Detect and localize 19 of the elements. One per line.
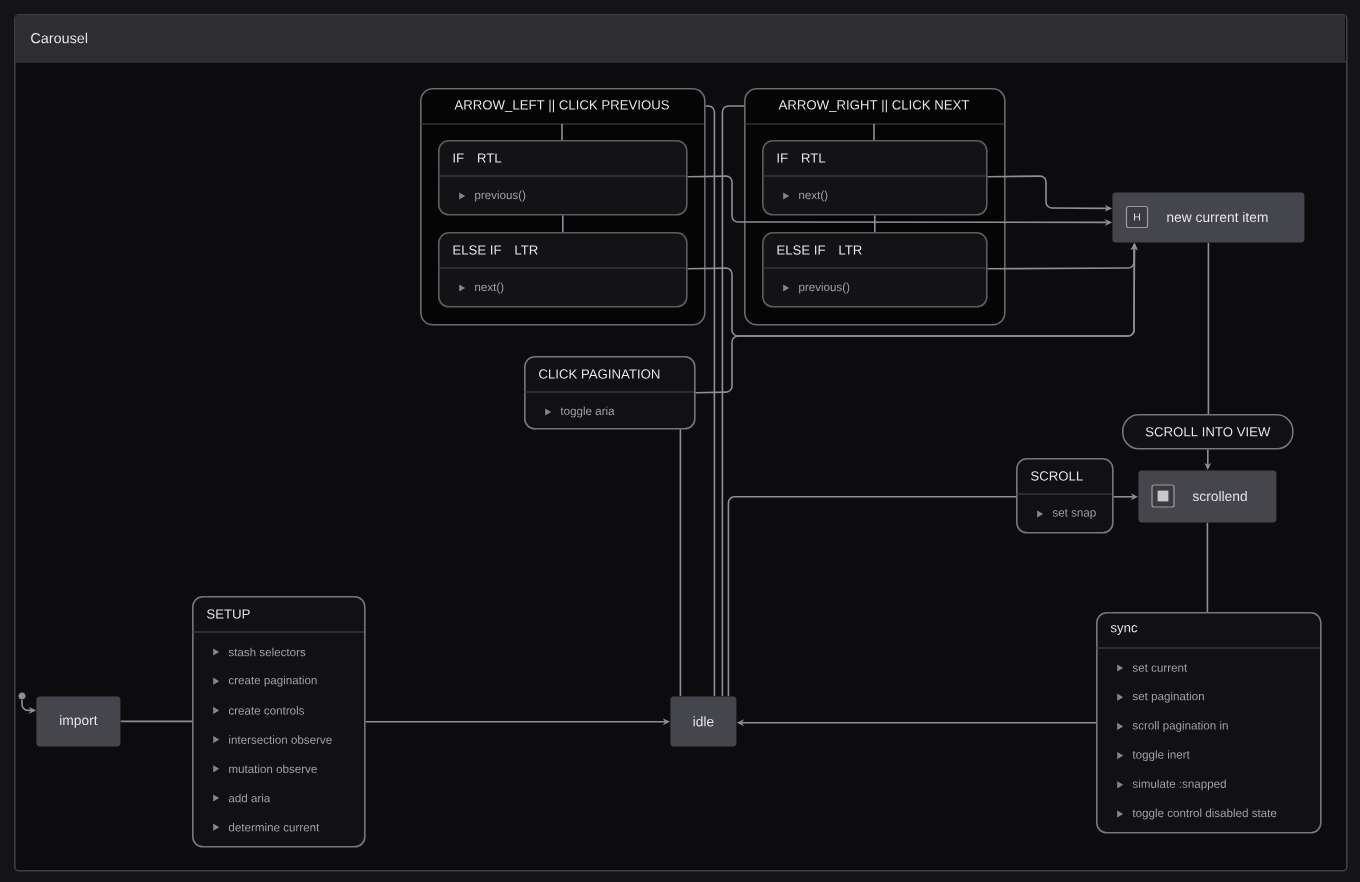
guard-box: [437, 232, 688, 308]
state-box: [1138, 470, 1277, 523]
connector-line: [1207, 242, 1210, 415]
guard-box: [761, 232, 988, 308]
connector-line: [874, 214, 876, 233]
event-box: [1015, 458, 1114, 534]
guard-box: [761, 140, 988, 216]
state-box: [1112, 192, 1305, 243]
event-box: [191, 596, 366, 848]
connector-line: [727, 496, 1017, 697]
connector-line: [721, 105, 745, 697]
connector-line: [562, 214, 564, 233]
connector-line: [704, 105, 716, 697]
guard-box: [437, 140, 688, 216]
connector-line: [1206, 522, 1209, 613]
event-box: [523, 356, 696, 430]
connector-line: [120, 720, 193, 723]
connector-line: [679, 428, 682, 697]
event-box: [1095, 612, 1322, 834]
